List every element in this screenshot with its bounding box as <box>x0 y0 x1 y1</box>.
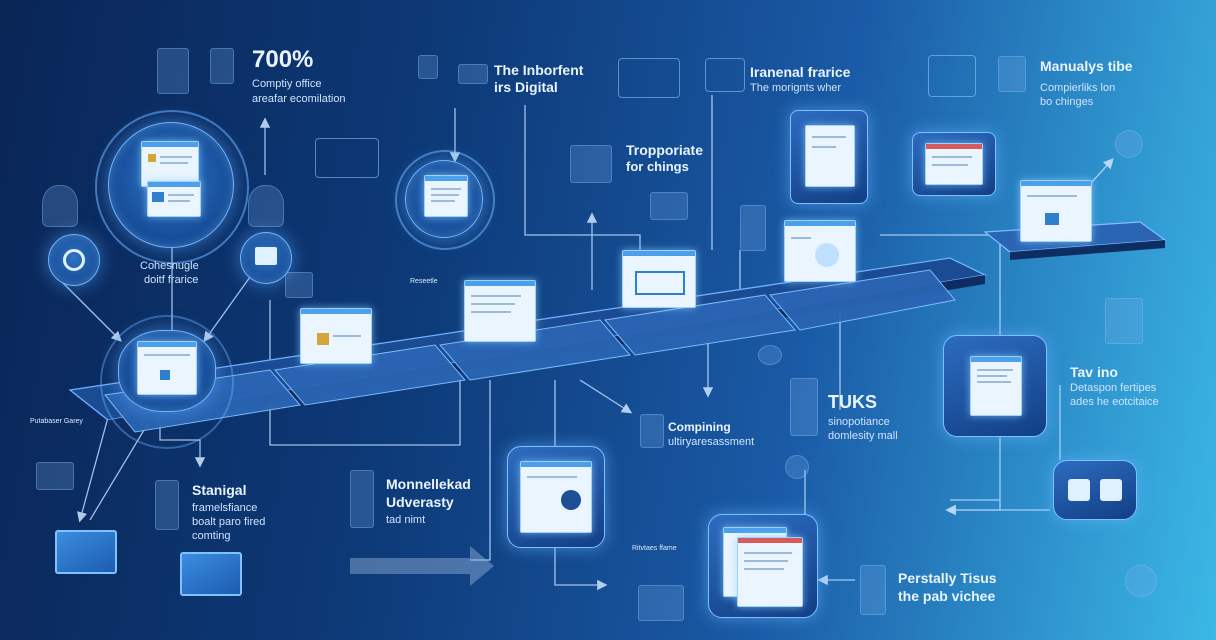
card-tay-ino[interactable] <box>943 335 1047 437</box>
document-icon <box>784 220 856 282</box>
document-icon <box>1020 180 1092 242</box>
card-top-mid[interactable] <box>790 110 868 204</box>
document-icon <box>925 143 983 185</box>
document-icon <box>622 250 696 308</box>
monnellekad-line2: Udverasty <box>386 494 454 510</box>
troporiate-subtitle: for chings <box>626 159 689 174</box>
shield-icon <box>63 249 85 271</box>
stanigal-line2: framelsfiance <box>192 502 258 514</box>
manualys-line3: bo chinges <box>1040 96 1094 108</box>
tranenal-subtitle: The morignts wher <box>750 82 842 94</box>
cohesnugle-line1: Cohesnugle <box>140 260 199 272</box>
stanigal-title: Stanigal <box>192 482 247 498</box>
server-icon <box>740 205 766 251</box>
monitor-icon <box>180 552 242 596</box>
hub-topleft <box>108 122 234 248</box>
stat-line1: Comptiy office <box>252 78 322 90</box>
document-icon <box>640 414 664 448</box>
tay-ino-line3: ades he eotcitaice <box>1070 396 1159 408</box>
hub-ring-topleft <box>95 110 249 264</box>
stanigal-line3: boalt paro fired <box>192 516 266 528</box>
lock-icon <box>418 55 438 79</box>
small-label-bottom: Ritvtaes ffame <box>632 545 677 552</box>
share-icon <box>1100 479 1122 501</box>
perstally-title: Perstally Tisus <box>898 570 997 586</box>
card-top-right[interactable] <box>912 132 996 196</box>
small-label-left: Putabaser Garey <box>30 418 83 425</box>
document-icon <box>424 175 468 217</box>
card-monnellekad[interactable] <box>507 446 605 548</box>
monnellekad-title: Monnellekad <box>386 476 471 492</box>
stat-value: 700% <box>252 46 314 73</box>
cohesnugle-line2: doitf frarice <box>144 274 199 286</box>
monitor-icon <box>55 530 117 574</box>
complining-title: Compining <box>668 420 731 434</box>
document-icon <box>147 181 201 217</box>
clock-icon <box>785 455 809 479</box>
hub-center <box>405 160 483 238</box>
stat-line2: areafar ecomilation <box>252 93 346 105</box>
image-icon <box>285 272 313 298</box>
server-icon <box>157 48 189 94</box>
inborfent-title: The Inborfent <box>494 62 584 78</box>
document-icon <box>805 125 855 187</box>
hub-left-bottom <box>118 330 216 412</box>
stanigal-line4: comting <box>192 530 231 542</box>
monnellekad-line3: tad nimt <box>386 514 426 526</box>
inborfent-subtitle: irs Digital <box>494 79 558 95</box>
manualys-title: Manualys tibe <box>1040 58 1133 74</box>
manualys-line2: Compierliks lon <box>1040 82 1116 94</box>
tranenal-title: Iranenal frarice <box>750 64 851 80</box>
document-icon <box>464 280 536 342</box>
document-icon <box>137 341 197 395</box>
server-icon <box>155 480 179 530</box>
document-icon <box>970 356 1022 416</box>
hub-app-right[interactable] <box>240 232 292 284</box>
card-share[interactable] <box>1053 460 1137 520</box>
tool-icon <box>458 64 488 84</box>
tool-icon <box>570 145 612 183</box>
document-icon <box>737 537 803 607</box>
tuks-title: TUKS <box>828 392 877 412</box>
monitor-outline-icon <box>618 58 680 98</box>
user-icon <box>248 185 284 227</box>
server-icon <box>350 470 374 528</box>
tay-ino-title: Tav ino <box>1070 364 1118 380</box>
perstally-subtitle: the pab vichee <box>898 588 996 604</box>
image-icon <box>36 462 74 490</box>
phone-icon <box>210 48 234 84</box>
monitor-outline-icon <box>315 138 379 178</box>
document-icon <box>1105 298 1143 344</box>
cart-icon <box>635 271 685 295</box>
document-icon <box>520 461 592 533</box>
image-icon <box>1068 479 1090 501</box>
monitor-icon <box>255 247 277 265</box>
tuks-line2: sinopotiance <box>828 416 890 428</box>
document-icon <box>300 308 372 364</box>
clock-icon <box>1115 130 1143 158</box>
phone-icon <box>860 565 886 615</box>
document-icon <box>998 56 1026 92</box>
complining-line2: ultiryaresassment <box>668 436 755 448</box>
troporiate-title: Tropporiate <box>626 142 704 158</box>
card-perstally[interactable] <box>708 514 818 618</box>
small-label-center: Reseetle <box>410 278 438 285</box>
image-outline-icon <box>705 58 745 92</box>
hub-ring-center <box>395 150 495 250</box>
phone-icon <box>790 378 818 436</box>
chart-icon <box>650 192 688 220</box>
image-icon <box>1125 565 1157 597</box>
document-icon <box>141 141 199 187</box>
image-icon <box>638 585 684 621</box>
image-outline-icon <box>928 55 976 97</box>
hub-app-left[interactable] <box>48 234 100 286</box>
robot-icon <box>758 345 782 365</box>
tuks-line3: domlesity mall <box>828 430 898 442</box>
tay-ino-line2: Detaspon fertipes <box>1070 382 1157 394</box>
hub-ring-left-bottom <box>100 315 234 449</box>
user-icon <box>42 185 78 227</box>
